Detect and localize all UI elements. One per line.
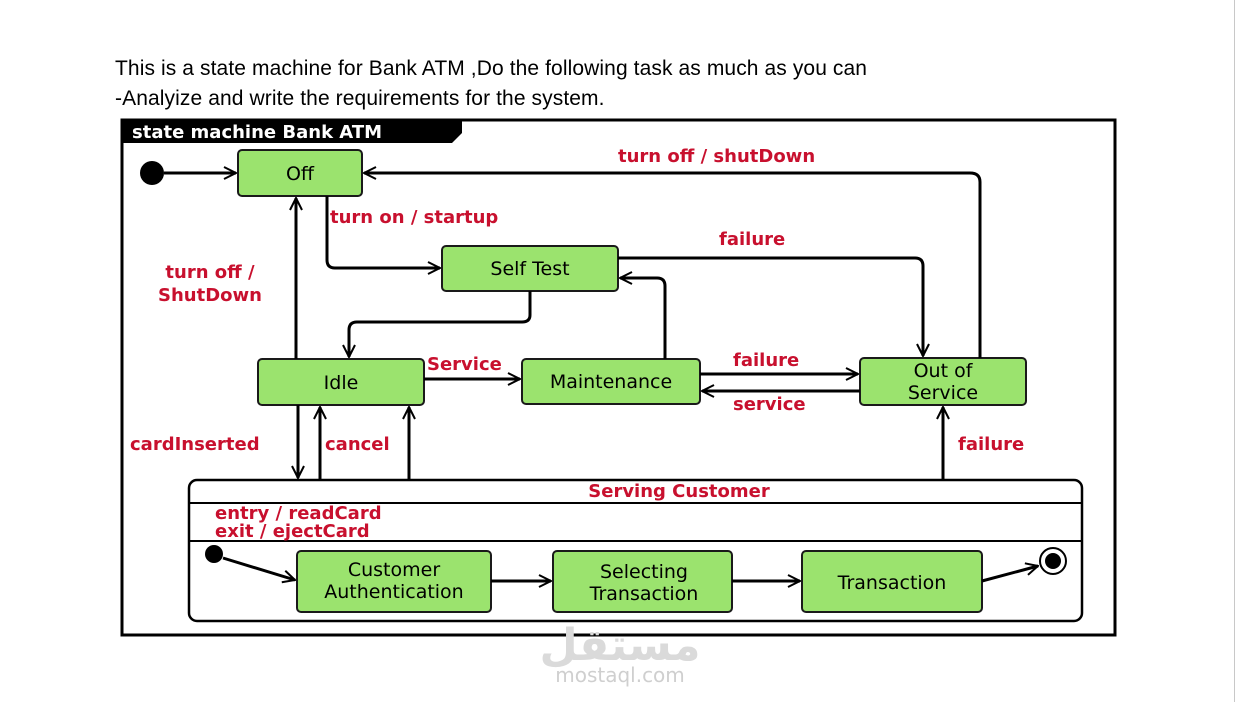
label-turn-on: turn on / startup	[330, 207, 498, 228]
state-out-of-service-label-2: Service	[908, 382, 978, 404]
label-turn-off-left-2: ShutDown	[158, 285, 262, 306]
label-turn-off-right: turn off / shutDown	[618, 146, 815, 167]
state-maintenance-label: Maintenance	[550, 371, 672, 393]
state-out-of-service: Out of Service	[859, 357, 1027, 406]
inner-initial-dot	[205, 545, 223, 563]
composite-exit-action: exit / ejectCard	[215, 521, 370, 542]
initial-state-dot	[140, 161, 164, 185]
state-self-test: Self Test	[441, 245, 619, 292]
label-failure-serving: failure	[958, 434, 1024, 455]
composite-entry-action: entry / readCard	[215, 503, 382, 524]
watermark-latin: mostaql.com	[555, 663, 685, 687]
watermark-arabic: مستقل	[540, 620, 701, 671]
frame-title-tab	[122, 120, 462, 143]
state-customer-authentication-label-1: Customer	[348, 559, 440, 581]
edge-transaction-to-final	[981, 566, 1038, 583]
state-idle-label: Idle	[324, 372, 359, 394]
state-customer-authentication: Customer Authentication	[296, 550, 492, 613]
intro-line-1: This is a state machine for Bank ATM ,Do…	[115, 57, 868, 80]
label-service-back: service	[733, 394, 806, 415]
state-self-test-label: Self Test	[490, 258, 569, 280]
state-selecting-transaction: Selecting Transaction	[552, 550, 733, 613]
diagram-frame	[120, 118, 1117, 637]
label-cancel: cancel	[325, 434, 390, 455]
label-service: Service	[427, 354, 502, 375]
state-customer-authentication-label-2: Authentication	[324, 581, 463, 603]
watermark: مستقل mostaql.com	[540, 620, 701, 687]
intro-line-2: -Analyize and write the requirements for…	[115, 87, 605, 110]
label-turn-off-left-1: turn off /	[165, 262, 255, 283]
state-idle: Idle	[257, 358, 425, 406]
label-card-inserted: cardInserted	[130, 434, 260, 455]
page-edge-rule	[1234, 0, 1235, 702]
state-off: Off	[237, 149, 363, 197]
inner-final-state	[1039, 547, 1067, 575]
frame-title: state machine Bank ATM	[132, 122, 382, 143]
label-failure-maintenance: failure	[733, 350, 799, 371]
state-off-label: Off	[286, 163, 315, 185]
label-failure-self-test: failure	[719, 229, 785, 250]
edge-self-test-to-idle	[349, 291, 532, 357]
edge-off-to-self-test	[325, 196, 440, 268]
edge-maintenance-to-self-test	[620, 278, 667, 359]
edge-inner-initial-to-auth	[222, 556, 295, 580]
composite-name: Serving Customer	[588, 481, 770, 502]
edge-self-test-to-out-of-service	[618, 256, 923, 356]
state-transaction-label: Transaction	[837, 572, 947, 594]
state-maintenance: Maintenance	[521, 358, 701, 405]
edge-out-of-service-to-off	[364, 173, 982, 358]
state-selecting-transaction-label-2: Transaction	[589, 583, 699, 605]
state-out-of-service-label-1: Out of	[914, 360, 974, 382]
state-selecting-transaction-label-1: Selecting	[600, 561, 688, 583]
state-transaction: Transaction	[801, 550, 983, 613]
